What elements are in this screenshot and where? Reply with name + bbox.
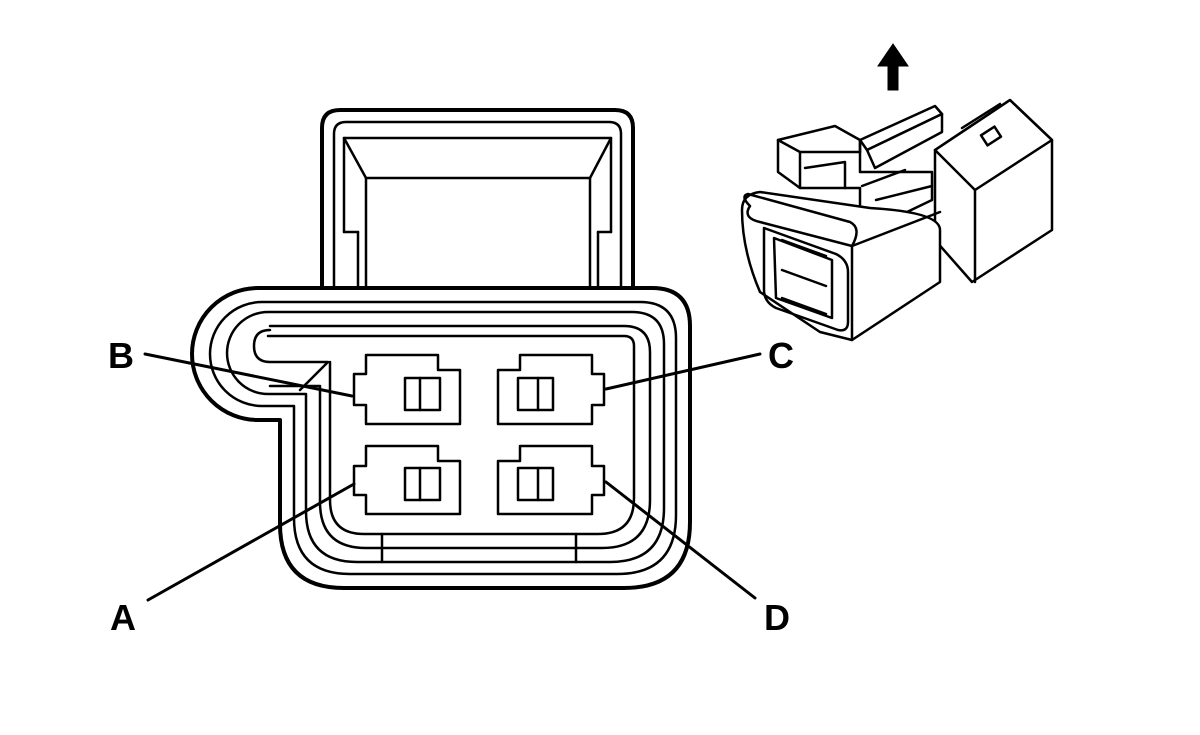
connector-isometric-view [740,43,1054,342]
connector-face-view: B C A D [108,108,794,638]
leader-line-a [146,482,356,602]
pin-label-a: A [110,597,136,638]
pin-label-c: C [768,335,794,376]
pin-cavity-c [496,353,606,426]
pin-label-b: B [108,335,134,376]
pin-label-d: D [764,597,790,638]
leader-line-b [143,352,354,398]
leader-line-c [604,352,762,391]
pin-cavity-d [496,444,606,516]
locking-tab [308,108,647,290]
pin-cavity-b [352,353,462,426]
leader-line-d [604,480,757,600]
arrow-up-icon [877,43,909,91]
connector-body [190,286,692,590]
pin-cavity-a [352,444,462,516]
